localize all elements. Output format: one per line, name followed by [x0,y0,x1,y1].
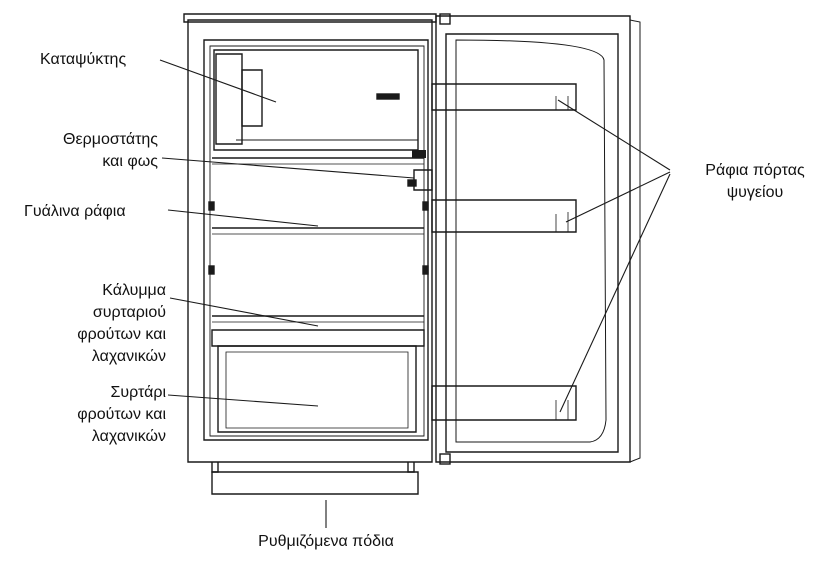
door-shelves [431,83,577,421]
label-cover-line3: φρούτων και [77,326,166,343]
label-thermostat-line2: και φως [102,153,158,170]
adjustable-feet [211,462,419,495]
label-cover-line4: λαχανικών [91,348,166,365]
label-cover-line2: συρταριού [92,304,166,321]
label-door-shelves-line1: Ράφια πόρτας [705,162,805,179]
vegetable-drawer [211,329,425,433]
shelves [208,157,433,323]
label-cover-line1: Κάλυμμα [102,282,166,299]
label-door-shelves-line2: ψυγείου [726,184,784,201]
label-drawer-line1: Συρτάρι [110,384,166,401]
cabinet [183,13,437,463]
door [435,13,641,465]
leader-lines [159,59,671,528]
label-adjustable-feet: Ρυθμιζόμενα πόδια [258,533,394,550]
label-freezer: Καταψύκτης [40,51,127,68]
label-drawer-line3: λαχανικών [91,428,166,445]
freezer-compartment [213,49,426,158]
label-glass-shelves: Γυάλινα ράφια [24,203,126,220]
label-drawer-line2: φρούτων και [77,406,166,423]
label-thermostat-line1: Θερμοστάτης [63,131,158,148]
